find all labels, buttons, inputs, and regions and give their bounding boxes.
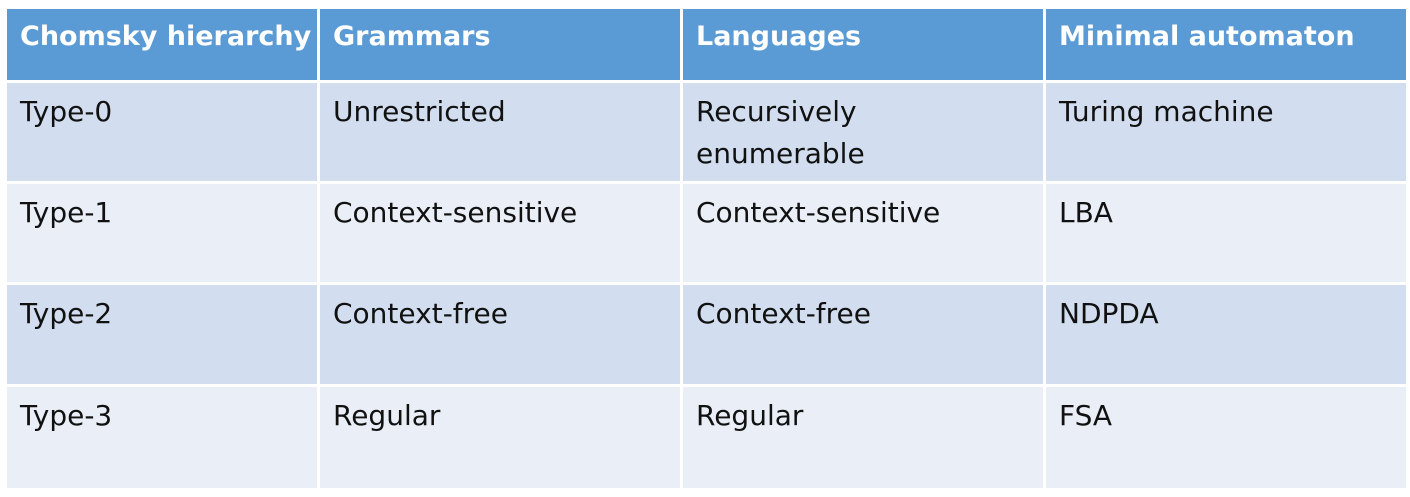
cell-language: Context-sensitive xyxy=(680,181,1046,285)
cell-automaton: FSA xyxy=(1043,384,1409,491)
cell-grammar: Unrestricted xyxy=(317,80,683,184)
cell-grammar: Context-sensitive xyxy=(317,181,683,285)
chomsky-hierarchy-table-container: Chomsky hierarchy Grammars Languages Min… xyxy=(4,6,1409,491)
cell-grammar: Regular xyxy=(317,384,683,491)
column-header-grammars: Grammars xyxy=(317,6,683,83)
cell-automaton: Turing machine xyxy=(1043,80,1409,184)
cell-language: Context-free xyxy=(680,282,1046,387)
table-row: Type-1 Context-sensitive Context-sensiti… xyxy=(4,181,1409,285)
cell-language: Regular xyxy=(680,384,1046,491)
cell-language: Recursively enumerable xyxy=(680,80,1046,184)
cell-type: Type-0 xyxy=(4,80,320,184)
column-header-chomsky-hierarchy: Chomsky hierarchy xyxy=(4,6,320,83)
cell-automaton: LBA xyxy=(1043,181,1409,285)
column-header-languages: Languages xyxy=(680,6,1046,83)
table-header-row: Chomsky hierarchy Grammars Languages Min… xyxy=(4,6,1409,83)
table-row: Type-3 Regular Regular FSA xyxy=(4,384,1409,491)
table-row: Type-2 Context-free Context-free NDPDA xyxy=(4,282,1409,387)
cell-type: Type-2 xyxy=(4,282,320,387)
cell-grammar: Context-free xyxy=(317,282,683,387)
column-header-minimal-automaton: Minimal automaton xyxy=(1043,6,1409,83)
cell-type: Type-1 xyxy=(4,181,320,285)
table-row: Type-0 Unrestricted Recursively enumerab… xyxy=(4,80,1409,184)
cell-automaton: NDPDA xyxy=(1043,282,1409,387)
chomsky-hierarchy-table: Chomsky hierarchy Grammars Languages Min… xyxy=(4,6,1409,491)
cell-type: Type-3 xyxy=(4,384,320,491)
